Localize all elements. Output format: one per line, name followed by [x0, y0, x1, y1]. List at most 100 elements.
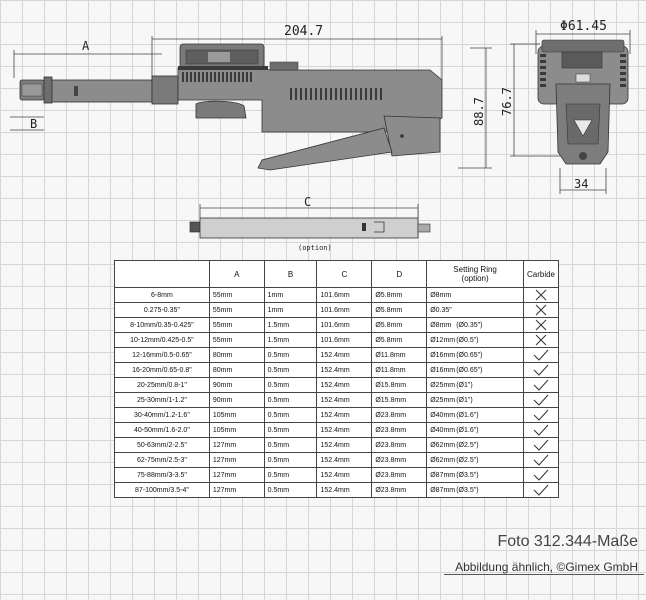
ring-mm: Ø8mm — [430, 321, 452, 329]
b-cell: 0.5mm — [263, 407, 318, 423]
check-icon — [533, 424, 549, 436]
a-cell: 105mm — [208, 407, 265, 423]
d-cell: Ø23.8mm — [371, 452, 428, 468]
b-cell: 1mm — [263, 287, 318, 303]
range-cell: 6-8mm — [114, 287, 210, 303]
carbide-cell — [522, 407, 560, 423]
grip-ribs — [290, 88, 382, 100]
range-cell: 50-63mm/2-2.5" — [114, 437, 210, 453]
c-cell: 101.6mm — [316, 332, 373, 348]
dim-b: B — [10, 116, 44, 131]
ring-mm: Ø62mm — [430, 456, 456, 464]
range-cell: 8-10mm/0.35-0.425" — [114, 317, 210, 333]
probe-shaft — [51, 79, 153, 103]
d-cell: Ø15.8mm — [371, 392, 428, 408]
handle — [383, 115, 441, 157]
ring-mm: Ø12mm — [430, 336, 456, 344]
setting-ring-cell: Ø87mm(Ø3.5") — [426, 467, 524, 483]
ring-inch: (Ø2.5") — [456, 441, 479, 449]
range-cell: 0.275-0.35" — [114, 302, 210, 318]
option-label: (option) — [298, 244, 332, 252]
setting-ring-cell: Ø40mm(Ø1.6") — [426, 407, 524, 423]
dim-width-side-label: 34 — [574, 177, 588, 191]
b-cell: 1.5mm — [263, 317, 318, 333]
setting-ring-cell: Ø25mm(Ø1") — [426, 377, 524, 393]
d-cell: Ø5.8mm — [371, 332, 428, 348]
a-cell: 55mm — [208, 287, 265, 303]
a-cell: 127mm — [208, 482, 265, 498]
ring-inch: (Ø1") — [456, 396, 473, 404]
b-cell: 0.5mm — [263, 482, 318, 498]
b-cell: 0.5mm — [263, 362, 318, 378]
header-b: B — [263, 260, 318, 288]
d-cell: Ø23.8mm — [371, 437, 428, 453]
check-icon — [533, 484, 549, 496]
c-cell: 101.6mm — [316, 287, 373, 303]
photo-caption: Foto 312.344-Maße — [497, 533, 638, 550]
copyright-caption: Abbildung ähnlich, ©Gimex GmbH — [455, 560, 638, 574]
c-cell: 152.4mm — [316, 422, 373, 438]
ring-mm: Ø0.35" — [430, 306, 452, 314]
setting-ring-cell: Ø8mm — [426, 287, 524, 303]
a-cell: 90mm — [208, 392, 265, 408]
dim-diameter-label: Φ61.45 — [560, 19, 607, 34]
range-cell: 62-75mm/2.5-3" — [114, 452, 210, 468]
ring-mm: Ø25mm — [430, 396, 456, 404]
spec-table: A B C D Setting Ring (option) Carbide 6-… — [114, 260, 560, 498]
ring-mm: Ø87mm — [430, 486, 456, 494]
a-cell: 127mm — [208, 467, 265, 483]
dim-a-label: A — [82, 39, 90, 53]
ring-inch: (Ø2.5") — [456, 456, 479, 464]
c-cell: 101.6mm — [316, 317, 373, 333]
d-cell: Ø5.8mm — [371, 302, 428, 318]
ring-inch: (Ø3.5") — [456, 486, 479, 494]
a-cell: 105mm — [208, 422, 265, 438]
d-cell: Ø23.8mm — [371, 467, 428, 483]
d-cell: Ø23.8mm — [371, 407, 428, 423]
ring-mm: Ø40mm — [430, 426, 456, 434]
d-cell: Ø11.8mm — [371, 347, 428, 363]
ring-mm: Ø16mm — [430, 351, 456, 359]
c-cell: 152.4mm — [316, 482, 373, 498]
ring-mm: Ø25mm — [430, 381, 456, 389]
c-cell: 152.4mm — [316, 362, 373, 378]
a-cell: 55mm — [208, 317, 265, 333]
header-c: C — [316, 260, 373, 288]
a-cell: 90mm — [208, 377, 265, 393]
b-cell: 1mm — [263, 302, 318, 318]
setting-ring-cell: Ø16mm(Ø0.65") — [426, 362, 524, 378]
c-cell: 152.4mm — [316, 437, 373, 453]
carbide-cell — [522, 377, 560, 393]
setting-ring-cell: Ø12mm(Ø0.5") — [426, 332, 524, 348]
dim-c: C — [199, 195, 419, 218]
c-cell: 152.4mm — [316, 452, 373, 468]
d-cell: Ø23.8mm — [371, 422, 428, 438]
b-cell: 0.5mm — [263, 392, 318, 408]
lever — [257, 127, 393, 171]
a-cell: 127mm — [208, 437, 265, 453]
b-cell: 1.5mm — [263, 332, 318, 348]
d-cell: Ø5.8mm — [371, 287, 428, 303]
ring-inch: (Ø0.35") — [456, 321, 483, 329]
setting-ring-cell: Ø16mm(Ø0.65") — [426, 347, 524, 363]
check-icon — [533, 364, 549, 376]
dim-width-side: 34 — [559, 168, 607, 194]
ring-inch: (Ø1.6") — [456, 411, 479, 419]
range-cell: 30-40mm/1.2-1.6" — [114, 407, 210, 423]
table-header-row: A B C D Setting Ring (option) Carbide — [114, 260, 560, 288]
b-cell: 0.5mm — [263, 437, 318, 453]
d-cell: Ø23.8mm — [371, 482, 428, 498]
ring-mm: Ø62mm — [430, 441, 456, 449]
header-range — [114, 260, 210, 288]
header-ring-line2: (option) — [461, 274, 489, 283]
dim-height-side-label: 76.7 — [500, 87, 514, 116]
ring-mm: Ø16mm — [430, 366, 456, 374]
range-cell: 20-25mm/0.8-1" — [114, 377, 210, 393]
